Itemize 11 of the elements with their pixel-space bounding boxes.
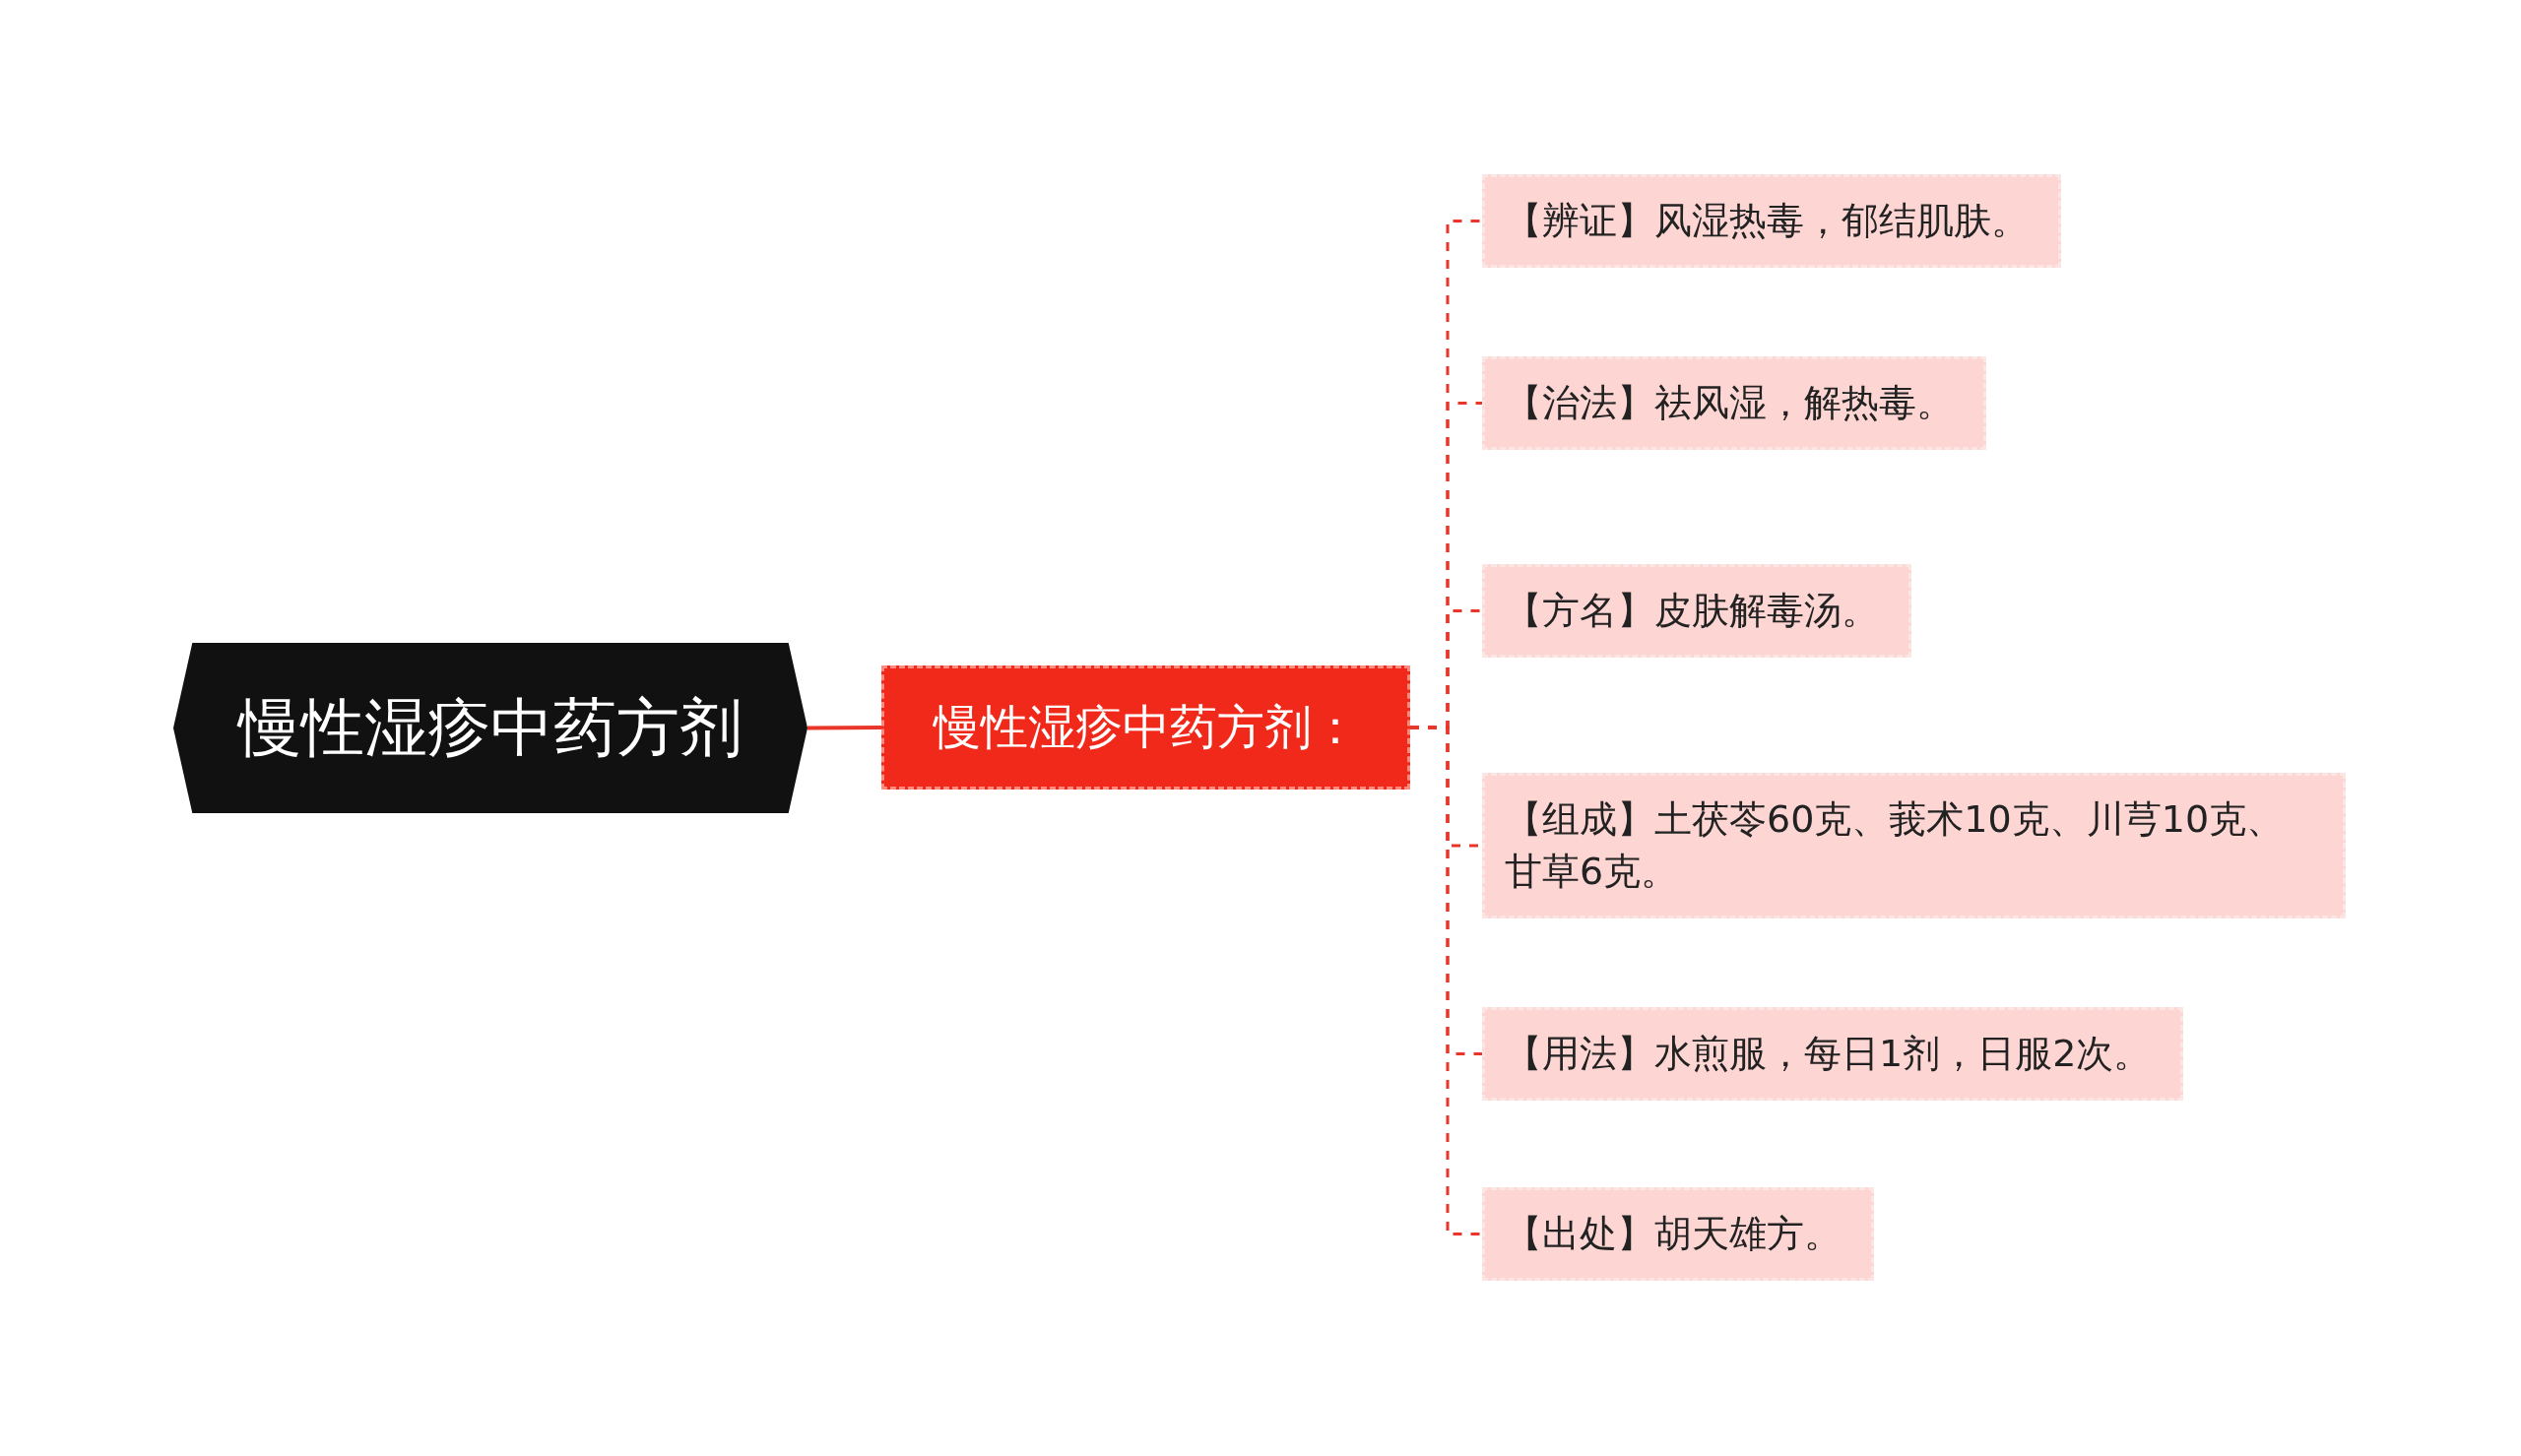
topic-text: 慢性湿疹中药方剂： — [933, 698, 1359, 756]
leaf-topic-box: 【治法】祛风湿，解热毒。 — [1482, 355, 1986, 450]
leaf-topic-box: 【组成】土茯苓60克、莪术10克、川芎10克、甘草6克。 — [1482, 773, 2346, 919]
connector-line — [808, 726, 881, 730]
topic-text: 慢性湿疹中药方剂 — [238, 690, 743, 766]
leaf-topic-box: 【用法】水煎服，每日1剂，日服2次。 — [1482, 1006, 2184, 1101]
leaf-topic-box: 【辨证】风湿热毒，郁结肌肤。 — [1482, 173, 2061, 268]
branch-topic-box — [881, 665, 1410, 790]
leaf-topic-box: 【出处】胡天雄方。 — [1482, 1186, 1874, 1281]
leaf-topic-box: 【方名】皮肤解毒汤。 — [1482, 563, 1911, 658]
central-topic-hexagon — [173, 643, 808, 813]
